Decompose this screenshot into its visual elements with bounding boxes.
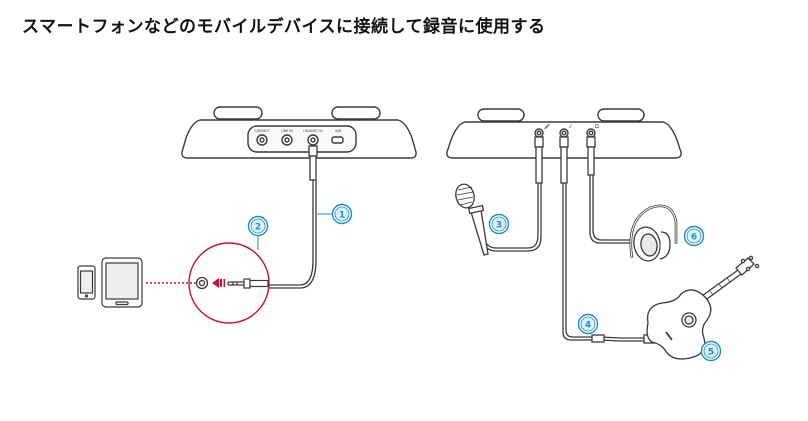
tablet-icon [101, 257, 143, 308]
badge-6: 6 [683, 225, 705, 247]
microphone-icon [455, 183, 489, 256]
badges: 1 2 3 4 5 6 [247, 203, 722, 362]
badge-1: 1 [317, 203, 353, 225]
badge-6-label: 6 [691, 232, 697, 242]
smartphone-icon [77, 265, 96, 300]
badge-4-label: 4 [585, 320, 591, 330]
badge-1-label: 1 [339, 210, 345, 220]
trrs-plug-icon [227, 278, 269, 289]
cable-1 [268, 145, 318, 289]
badge-4: 4 [577, 313, 599, 335]
port-label-headset-in: HEADSET IN [303, 129, 323, 133]
zoom-detail-circle [188, 242, 270, 324]
badge-5: 5 [700, 340, 722, 362]
badge-3: 3 [488, 213, 510, 235]
right-port-symbols: 🎤 ♪ Ω [544, 123, 599, 130]
left-port-labels: CONTACT LINE IN HEADSET IN USB [254, 129, 341, 133]
guitar-icon [646, 255, 760, 360]
cable-3-mic [484, 183, 542, 252]
headphones-icon [629, 204, 678, 262]
cable-6-headphones [589, 175, 632, 244]
badge-2: 2 [247, 215, 269, 237]
port-label-contact: CONTACT [254, 129, 269, 133]
left-audio-interface [181, 106, 417, 159]
page-title: スマートフォンなどのモバイルデバイスに接続して録音に使用する [22, 17, 546, 37]
mic-port-symbol: 🎤 [544, 123, 551, 130]
guitar-port-symbol: ♪ [569, 124, 572, 130]
port-label-line-in: LINE IN [281, 129, 293, 133]
badge-5-label: 5 [708, 347, 714, 357]
cable-4-guitar [562, 183, 655, 344]
badge-2-label: 2 [255, 222, 261, 232]
right-plugs [534, 136, 596, 184]
jack-socket-icon [195, 276, 209, 290]
insert-arrow-icon [212, 278, 225, 288]
badge-3-label: 3 [496, 220, 502, 230]
headphone-port-symbol: Ω [595, 124, 599, 130]
port-label-usb: USB [335, 129, 342, 133]
